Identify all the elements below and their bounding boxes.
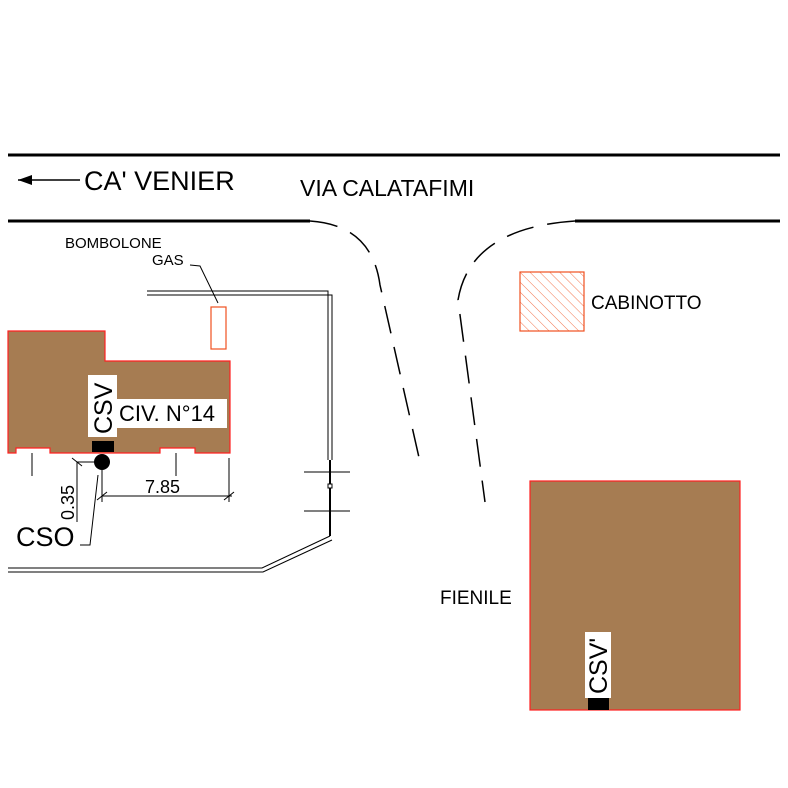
fienile-label: FIENILE: [440, 588, 512, 609]
cso-manhole: [94, 454, 110, 470]
dimensions: [71, 457, 235, 546]
direction-label: CA' VENIER: [84, 166, 235, 196]
cso-label: CSO: [16, 522, 75, 552]
gas-tank: [210, 306, 227, 350]
cabinotto-label: CABINOTTO: [591, 293, 702, 314]
driveway-left: [309, 220, 421, 463]
gas-label-line1: BOMBOLONE: [65, 235, 162, 252]
fence: [8, 290, 350, 573]
csv-box: [92, 441, 114, 452]
csv-label: CSV: [90, 382, 118, 434]
arrow-icon: [18, 175, 80, 185]
dimension-horizontal: 7.85: [145, 477, 180, 497]
driveway-right: [457, 220, 576, 503]
csv-prime-box: [588, 698, 609, 710]
building-civ14: [7, 330, 231, 454]
dimension-vertical: 0.35: [58, 485, 78, 520]
civic-number-label: CIV. N°14: [119, 401, 215, 426]
gas-label-line2: GAS: [152, 252, 184, 269]
street-name: VIA CALATAFIMI: [300, 175, 474, 201]
cabinotto: [519, 271, 585, 332]
building-fienile: [529, 480, 741, 711]
gas-leader: [189, 264, 219, 304]
csv-prime-label: CSV': [585, 638, 613, 694]
